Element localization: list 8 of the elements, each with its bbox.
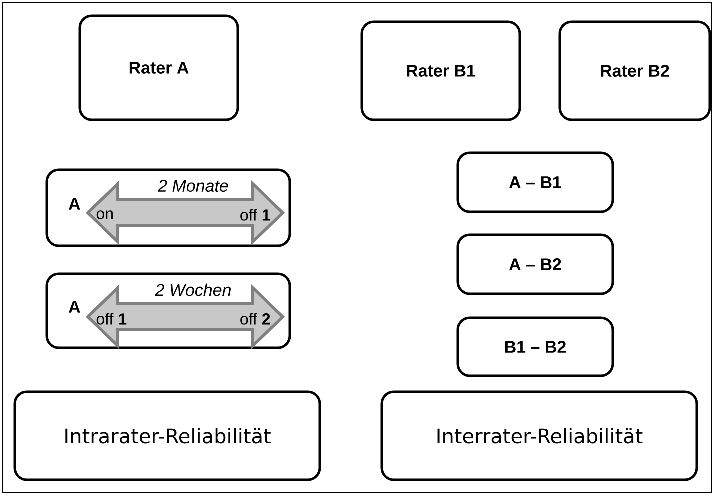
pair-box: B1 – B2 (456, 316, 614, 378)
rater-box: Rater A (78, 14, 240, 122)
result-box: Interrater-Reliabilität (380, 390, 698, 482)
rater-box: Rater B1 (360, 20, 522, 122)
rater-box: Rater B2 (558, 20, 712, 122)
result-box: Intrarater-Reliabilität (14, 390, 322, 482)
pair-box: A – B1 (456, 152, 614, 214)
pair-box: A – B2 (456, 234, 614, 296)
